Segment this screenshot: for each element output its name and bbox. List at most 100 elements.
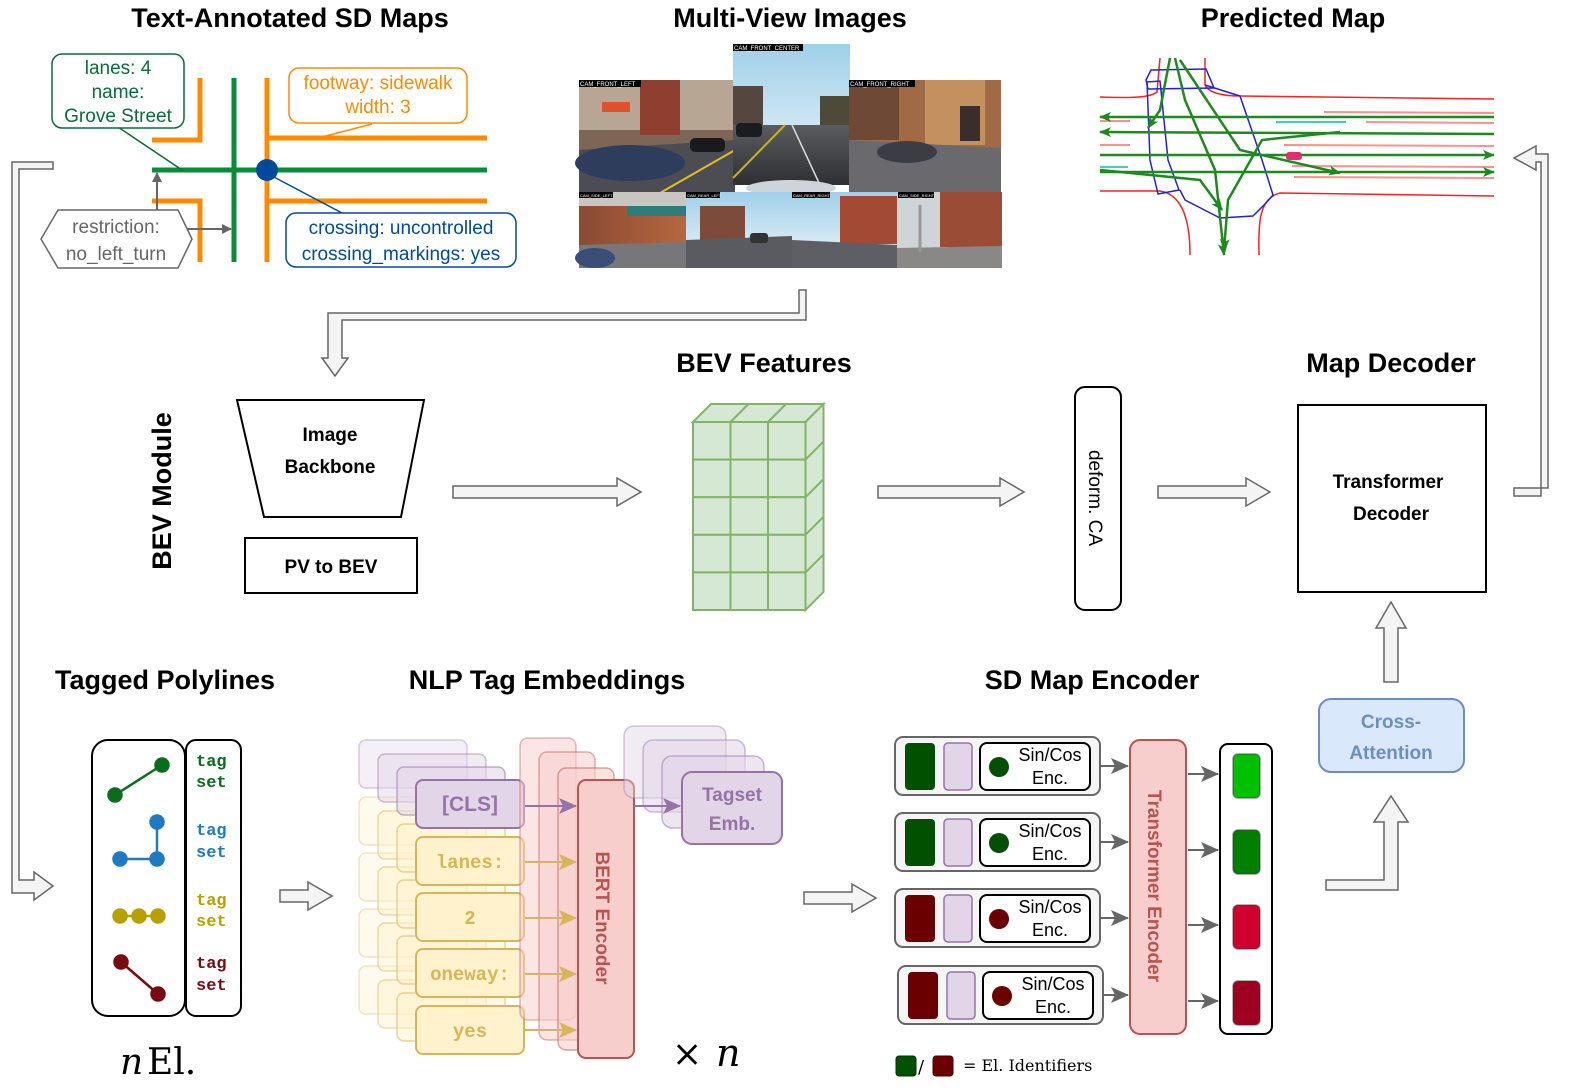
polyline-yellow (112, 908, 166, 924)
sincos-label-line2: Enc. (1032, 844, 1068, 864)
n-elements-var: n (120, 1042, 143, 1083)
bev-grid-cell (767, 458, 807, 499)
road-leader-line (117, 126, 183, 171)
arrow-sdmap-to-polylines (11, 161, 55, 902)
bev-grid-cell (767, 496, 807, 536)
tagset-emb-block (681, 771, 783, 845)
bev-features-section: BEV Features (676, 348, 852, 613)
arrow-bev-to-deformca (877, 476, 1026, 508)
encoder-output-column (1219, 743, 1273, 1035)
bev-feature-grid (690, 401, 826, 613)
deform-ca-label: deform. CA (1084, 450, 1105, 546)
arrow-polylines-to-nlp (279, 880, 334, 912)
polyline-point-icon (989, 757, 1009, 777)
polyline-green (107, 757, 170, 803)
tag-token-label: lanes: (436, 852, 504, 874)
bev-grid-cell (729, 571, 769, 612)
tagset-4-line2: set (196, 977, 227, 996)
multi-view-title: Multi-View Images (673, 3, 907, 33)
bev-grid-side-divider (804, 516, 825, 536)
encoder-output-tokens (1188, 753, 1261, 1026)
times-n-var: n (716, 1031, 740, 1075)
arrow-deformca-to-decoder (1157, 476, 1272, 508)
sd-maps-title: Text-Annotated SD Maps (131, 3, 449, 33)
predicted-map-section: Predicted Map (1099, 3, 1495, 256)
tagset-4-line1: tag (196, 955, 227, 974)
predicted-ped-crossings (1145, 68, 1274, 219)
sincos-encoding-box (979, 742, 1091, 791)
tag-token-label: yes (453, 1021, 487, 1043)
arrow-encoder-to-crossattention (1325, 794, 1410, 891)
element-identifier (908, 972, 938, 1019)
camera-image-front-right (849, 80, 1001, 193)
nlp-title: NLP Tag Embeddings (409, 665, 686, 695)
sincos-label-line1: Sin/Cos (1018, 745, 1081, 765)
polyline-darkred (113, 954, 166, 1002)
times-symbol: × (672, 1034, 702, 1075)
crossing-annotation: crossing: uncontrolled crossing_markings… (285, 212, 517, 268)
sd-encoder-rows: Sin/CosEnc.Sin/CosEnc.Sin/CosEnc.Sin/Cos… (894, 736, 1129, 1025)
predicted-lane-dividers (1100, 111, 1495, 179)
restriction-annotation: restriction: no_left_turn (40, 209, 193, 269)
tag-token-label: 2 (464, 908, 475, 930)
cls-token-label: [CLS] (442, 793, 498, 816)
legend-red-swatch (932, 1055, 954, 1077)
bev-features-title: BEV Features (676, 348, 852, 378)
element-identifier (905, 895, 935, 942)
camera-label-front-center: CAM_FRONT_CENTER (734, 46, 800, 52)
sincos-encoding-box (979, 894, 1091, 943)
bev-grid-side-face (804, 401, 825, 613)
camera-label-front-left: CAM_FRONT_LEFT (580, 82, 636, 88)
pv-to-bev-label: PV to BEV (285, 557, 378, 578)
connectors (11, 144, 1549, 914)
bev-grid-cell (729, 421, 769, 461)
multi-view-section: Multi-View Images (575, 3, 1002, 268)
road-lines (152, 78, 487, 262)
sd-encoder-title: SD Map Encoder (985, 665, 1200, 695)
tagsets-box (185, 739, 242, 1017)
encoded-element-token (1232, 904, 1261, 950)
tagset-embedding-slot (943, 742, 973, 791)
restriction-tag-value: no_left_turn (66, 244, 166, 265)
image-backbone-block (235, 399, 426, 518)
legend-green-swatch (895, 1055, 917, 1077)
bev-grid-cell (729, 458, 769, 499)
crossing-leader-line (271, 175, 343, 214)
bev-module-label: BEV Module (147, 412, 177, 570)
token-arrows (525, 798, 577, 1038)
map-decoder-section: Map Decoder Transformer Decoder (1297, 348, 1487, 593)
bev-grid-top-divider (729, 403, 750, 423)
road-tag-name-value: Grove Street (64, 106, 172, 127)
arrow-nlp-to-sdencoder (803, 882, 878, 914)
bev-grid-cell (692, 571, 732, 612)
encoded-element-token (1232, 829, 1261, 875)
camera-image-rear-left (686, 192, 792, 268)
footway-leader-line (317, 123, 373, 139)
camera-label-front-right: CAM_FRONT_RIGHT (850, 82, 910, 88)
camera-label-side-right: CAM_SIDE_RIGHT (899, 193, 935, 198)
polyline-point-icon (989, 833, 1009, 853)
tagset-2-line2: set (196, 844, 227, 863)
arrow-decoder-to-predicted (1512, 144, 1549, 497)
nlp-section: NLP Tag Embeddings [CLS]lanes:2oneway:ye… (358, 665, 783, 1075)
sincos-label-line2: Enc. (1032, 920, 1068, 940)
tagset-1-line2: set (196, 774, 227, 793)
camera-label-rear-left: CAM_REAR_LEFT (687, 193, 722, 198)
bev-grid-side-divider (804, 440, 825, 461)
deform-ca-block: deform. CA (1074, 386, 1122, 611)
n-elements-label: El. (147, 1042, 196, 1083)
bev-grid-cell (692, 458, 732, 499)
sincos-encoding-box (982, 971, 1094, 1020)
predicted-crosswalk-dividers (1100, 121, 1346, 168)
bev-grid-side-divider (804, 478, 825, 498)
bev-grid-cell (692, 533, 732, 574)
bev-grid-top-divider (767, 403, 787, 423)
tagset-2-line1: tag (196, 822, 227, 841)
camera-image-side-right (897, 192, 1002, 268)
road-tag-lanes: lanes: 4 (85, 58, 152, 79)
camera-label-rear-right: CAM_REAR_RIGHT (793, 193, 830, 198)
predicted-map-title: Predicted Map (1201, 3, 1386, 33)
cross-attention-label-line2: Attention (1349, 743, 1432, 764)
bev-grid-cell (729, 496, 769, 536)
